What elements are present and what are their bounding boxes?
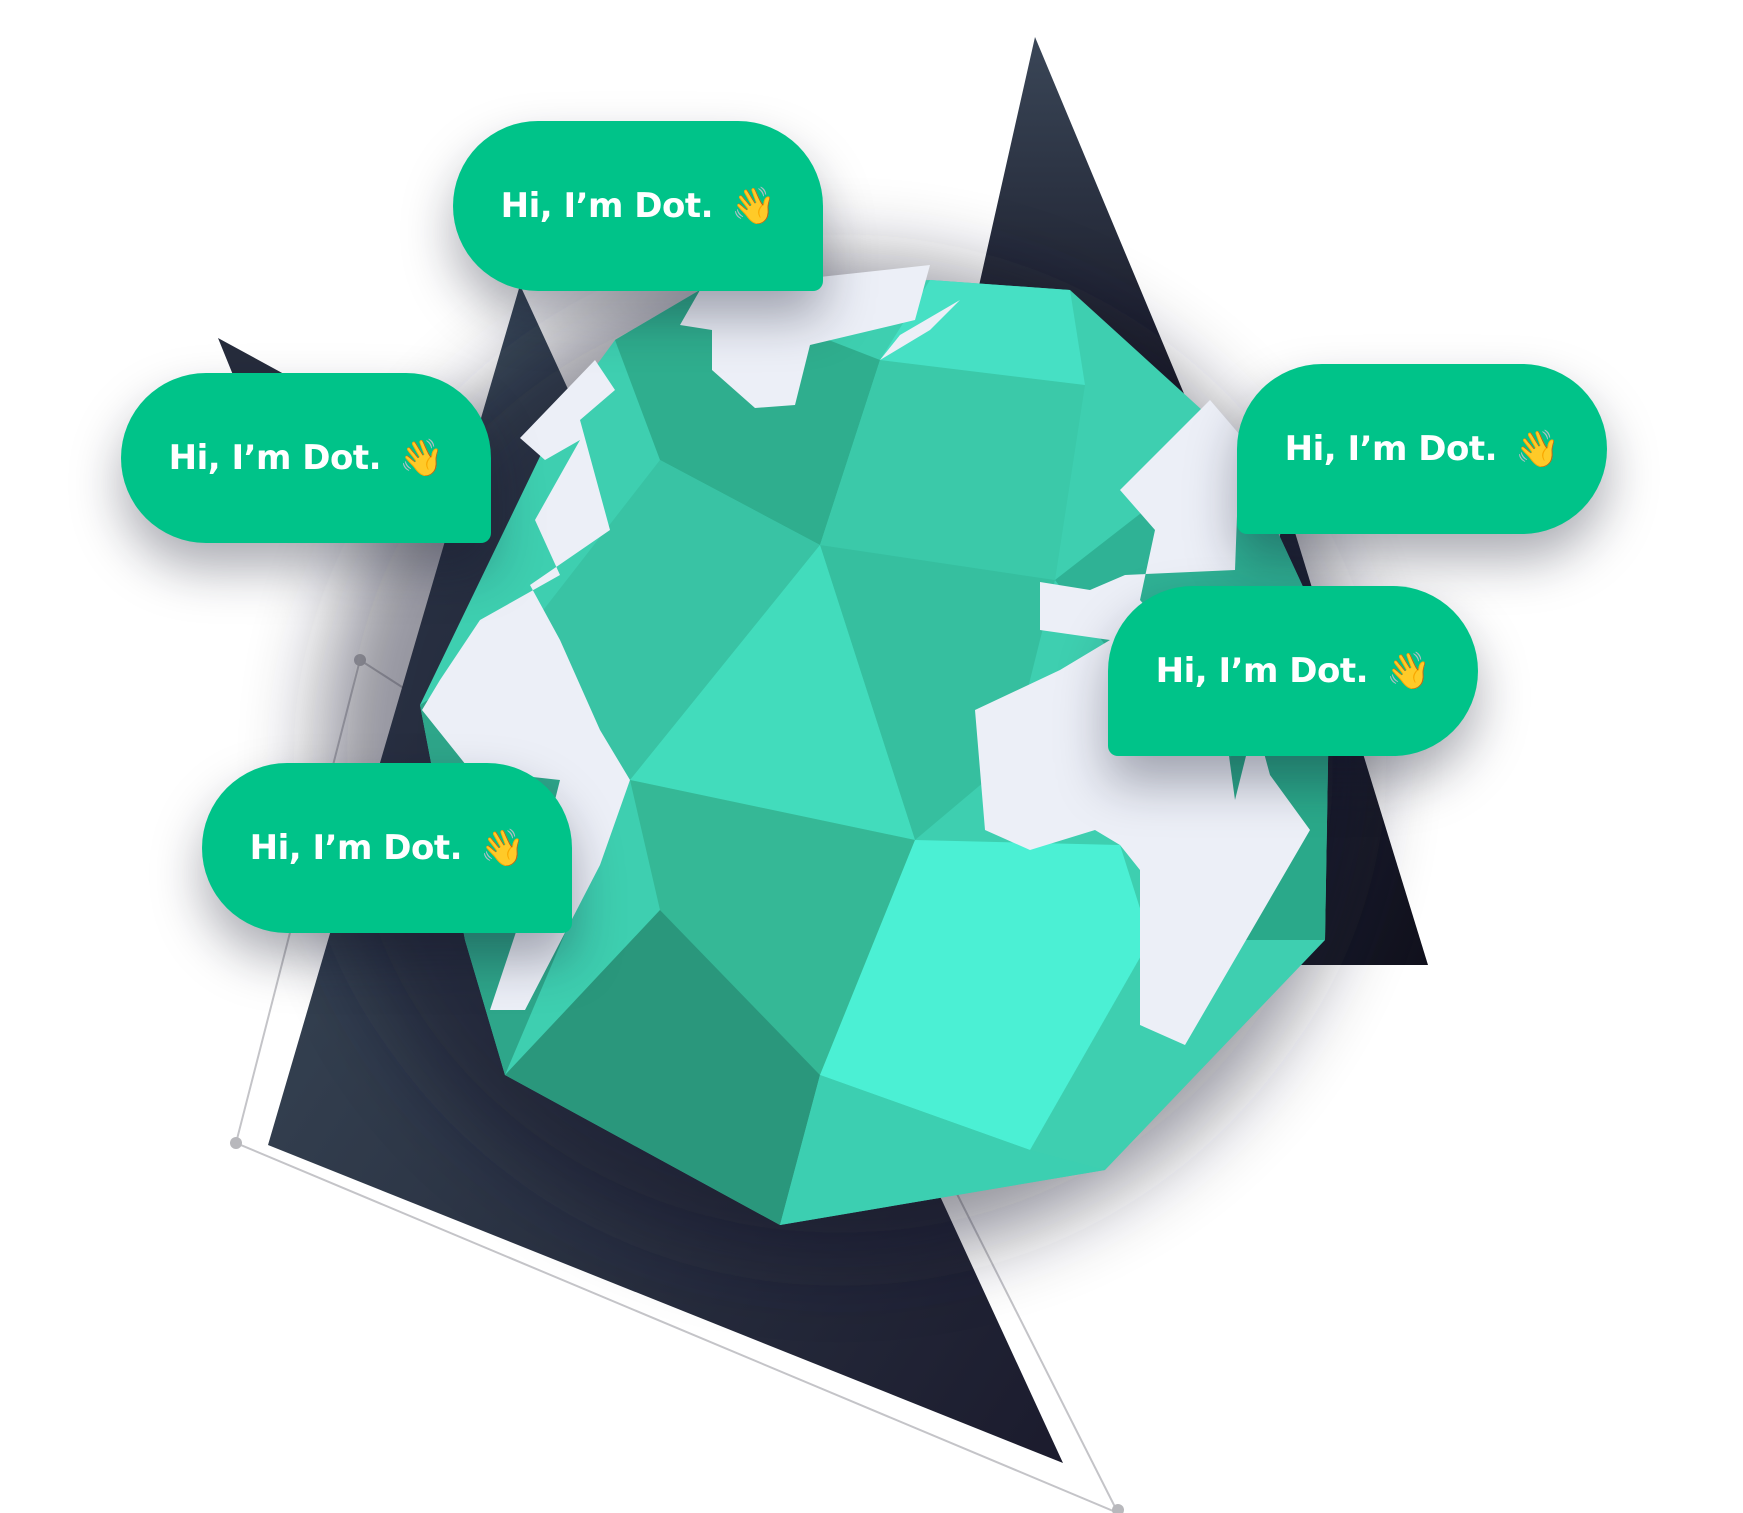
chat-bubble-1: Hi, I’m Dot. 👋 xyxy=(453,121,823,291)
chat-bubble-3: Hi, I’m Dot. 👋 xyxy=(1237,364,1607,534)
bubble-text: Hi, I’m Dot. xyxy=(1155,651,1369,691)
chat-bubble-4: Hi, I’m Dot. 👋 xyxy=(1108,586,1478,756)
bubble-text: Hi, I’m Dot. xyxy=(1284,429,1498,469)
waving-hand-icon: 👋 xyxy=(1386,651,1431,692)
waving-hand-icon: 👋 xyxy=(731,186,776,227)
bubble-text: Hi, I’m Dot. xyxy=(500,186,714,226)
waving-hand-icon: 👋 xyxy=(1515,429,1560,470)
bubble-text: Hi, I’m Dot. xyxy=(249,828,463,868)
waving-hand-icon: 👋 xyxy=(399,438,444,479)
bubble-text: Hi, I’m Dot. xyxy=(168,438,382,478)
chat-bubble-5: Hi, I’m Dot. 👋 xyxy=(202,763,572,933)
chat-bubble-2: Hi, I’m Dot. 👋 xyxy=(121,373,491,543)
waving-hand-icon: 👋 xyxy=(480,828,525,869)
